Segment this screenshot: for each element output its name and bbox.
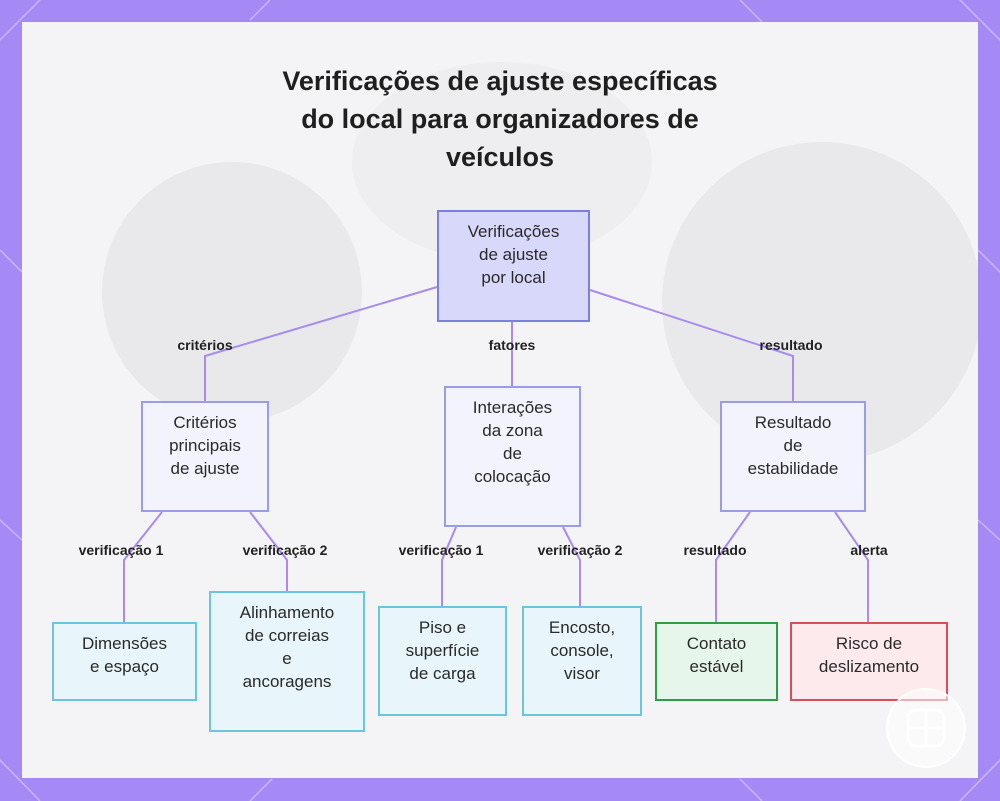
node-straps-label: Alinhamento de correias e ancoragens [240, 601, 335, 693]
edge-label-fatores: fatores [489, 337, 536, 353]
connector-outcome-stable [716, 512, 750, 622]
node-slip-label: Risco de deslizamento [819, 632, 919, 678]
connector-outcome-slip [835, 512, 868, 622]
node-backrest-label: Encosto, console, visor [549, 616, 615, 685]
node-criteria: Critérios principais de ajuste [141, 401, 269, 512]
connector-interactions-backrest [563, 527, 580, 606]
edge-label-resultado-bottom: resultado [683, 542, 746, 558]
node-root-label: Verificações de ajuste por local [468, 220, 560, 289]
edge-label-verificacao-2-left: verificação 2 [243, 542, 328, 558]
node-criteria-label: Critérios principais de ajuste [169, 411, 241, 480]
node-stable: Contato estável [655, 622, 778, 701]
node-straps: Alinhamento de correias e ancoragens [209, 591, 365, 732]
watermark-logo [886, 688, 966, 768]
node-backrest: Encosto, console, visor [522, 606, 642, 716]
edge-label-resultado-top: resultado [759, 337, 822, 353]
edge-label-verificacao-1-left: verificação 1 [79, 542, 164, 558]
edge-label-verificacao-1-mid: verificação 1 [399, 542, 484, 558]
edge-label-alerta: alerta [850, 542, 887, 558]
grid-logo-icon [888, 690, 964, 766]
node-dimensions-label: Dimensões e espaço [82, 632, 167, 678]
edge-label-criterios: critérios [177, 337, 232, 353]
node-root: Verificações de ajuste por local [437, 210, 590, 322]
connector-root-criteria [205, 287, 437, 401]
node-interactions-label: Interações da zona de colocação [473, 396, 552, 488]
connector-interactions-floor [442, 527, 456, 606]
connector-criteria-dimensions [124, 512, 162, 622]
node-dimensions: Dimensões e espaço [52, 622, 197, 701]
edge-label-verificacao-2-mid: verificação 2 [538, 542, 623, 558]
node-outcome: Resultado de estabilidade [720, 401, 866, 512]
node-floor-label: Piso e superfície de carga [406, 616, 480, 685]
node-stable-label: Contato estável [687, 632, 747, 678]
node-outcome-label: Resultado de estabilidade [748, 411, 839, 480]
node-interactions: Interações da zona de colocação [444, 386, 581, 527]
node-floor: Piso e superfície de carga [378, 606, 507, 716]
